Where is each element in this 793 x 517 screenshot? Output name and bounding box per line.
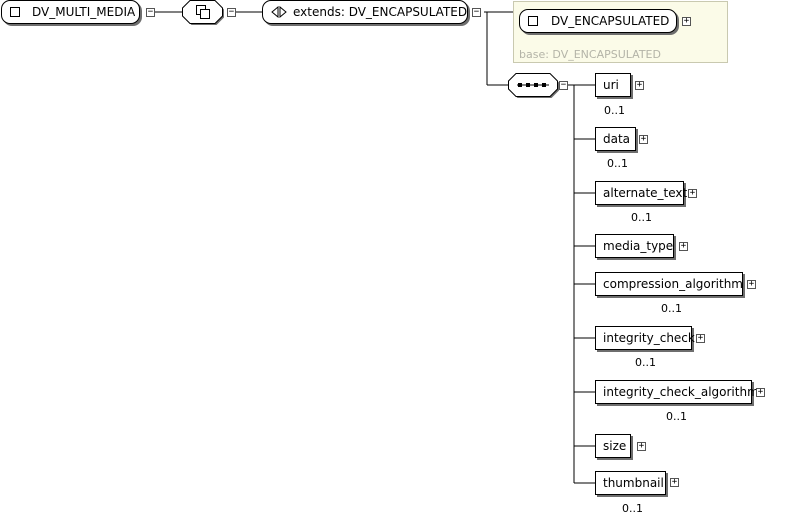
element-node-thumbnail[interactable]: thumbnail bbox=[595, 471, 666, 495]
element-label: media_type bbox=[603, 239, 674, 253]
element-node-compression-algorithm[interactable]: compression_algorithm bbox=[595, 272, 743, 296]
element-label: thumbnail bbox=[603, 476, 664, 490]
expand-toggle-icon[interactable]: + bbox=[670, 477, 679, 487]
element-label: size bbox=[603, 439, 627, 453]
expand-toggle-icon[interactable]: + bbox=[682, 16, 691, 26]
base-type-label: DV_ENCAPSULATED bbox=[551, 14, 670, 28]
cardinality-label: 0..1 bbox=[631, 211, 652, 224]
cardinality-label: 0..1 bbox=[666, 410, 687, 423]
expand-toggle-icon[interactable]: + bbox=[635, 80, 644, 90]
complex-content-compositor[interactable] bbox=[182, 0, 224, 26]
collapse-toggle-icon[interactable]: − bbox=[146, 7, 155, 17]
element-node-alternate-text[interactable]: alternate_text bbox=[595, 181, 688, 205]
collapse-toggle-icon[interactable]: − bbox=[227, 7, 236, 17]
cardinality-label: 0..1 bbox=[661, 302, 682, 315]
expand-toggle-icon[interactable]: + bbox=[696, 333, 705, 343]
expand-toggle-icon[interactable]: + bbox=[637, 441, 646, 451]
cardinality-label: 0..1 bbox=[604, 104, 625, 117]
element-type-icon bbox=[528, 16, 538, 26]
expand-toggle-icon[interactable]: + bbox=[679, 241, 688, 251]
cardinality-label: 0..1 bbox=[622, 502, 643, 515]
element-node-data[interactable]: data bbox=[595, 127, 636, 151]
element-type-icon bbox=[10, 7, 20, 17]
cardinality-label: 0..1 bbox=[635, 356, 656, 369]
element-node-uri[interactable]: uri bbox=[595, 73, 631, 97]
element-node-media-type[interactable]: media_type bbox=[595, 234, 674, 258]
element-label: integrity_check_algorithm bbox=[603, 385, 759, 399]
extension-label: extends: DV_ENCAPSULATED bbox=[293, 5, 468, 19]
element-label: uri bbox=[603, 78, 619, 92]
expand-toggle-icon[interactable]: + bbox=[756, 387, 765, 397]
root-element-label: DV_MULTI_MEDIA bbox=[32, 5, 136, 19]
collapse-toggle-icon[interactable]: − bbox=[472, 7, 481, 17]
element-label: integrity_check bbox=[603, 331, 695, 345]
element-node-size[interactable]: size bbox=[595, 434, 631, 458]
base-caption: base: DV_ENCAPSULATED bbox=[519, 48, 661, 61]
expand-toggle-icon[interactable]: + bbox=[639, 134, 648, 144]
element-label: alternate_text bbox=[603, 186, 688, 200]
expand-toggle-icon[interactable]: + bbox=[688, 188, 697, 198]
root-element-node[interactable]: DV_MULTI_MEDIA bbox=[1, 0, 140, 24]
collapse-toggle-icon[interactable]: − bbox=[559, 80, 568, 90]
cardinality-label: 0..1 bbox=[607, 157, 628, 170]
base-type-node[interactable]: DV_ENCAPSULATED bbox=[519, 9, 677, 33]
element-label: compression_algorithm bbox=[603, 277, 743, 291]
sequence-compositor[interactable] bbox=[508, 73, 560, 99]
extension-node[interactable]: extends: DV_ENCAPSULATED bbox=[262, 0, 468, 24]
extension-arrows-icon bbox=[271, 6, 287, 18]
expand-toggle-icon[interactable]: + bbox=[747, 279, 756, 289]
element-node-integrity-check[interactable]: integrity_check bbox=[595, 326, 695, 350]
element-node-integrity-check-algorithm[interactable]: integrity_check_algorithm bbox=[595, 380, 759, 404]
element-label: data bbox=[603, 132, 631, 146]
